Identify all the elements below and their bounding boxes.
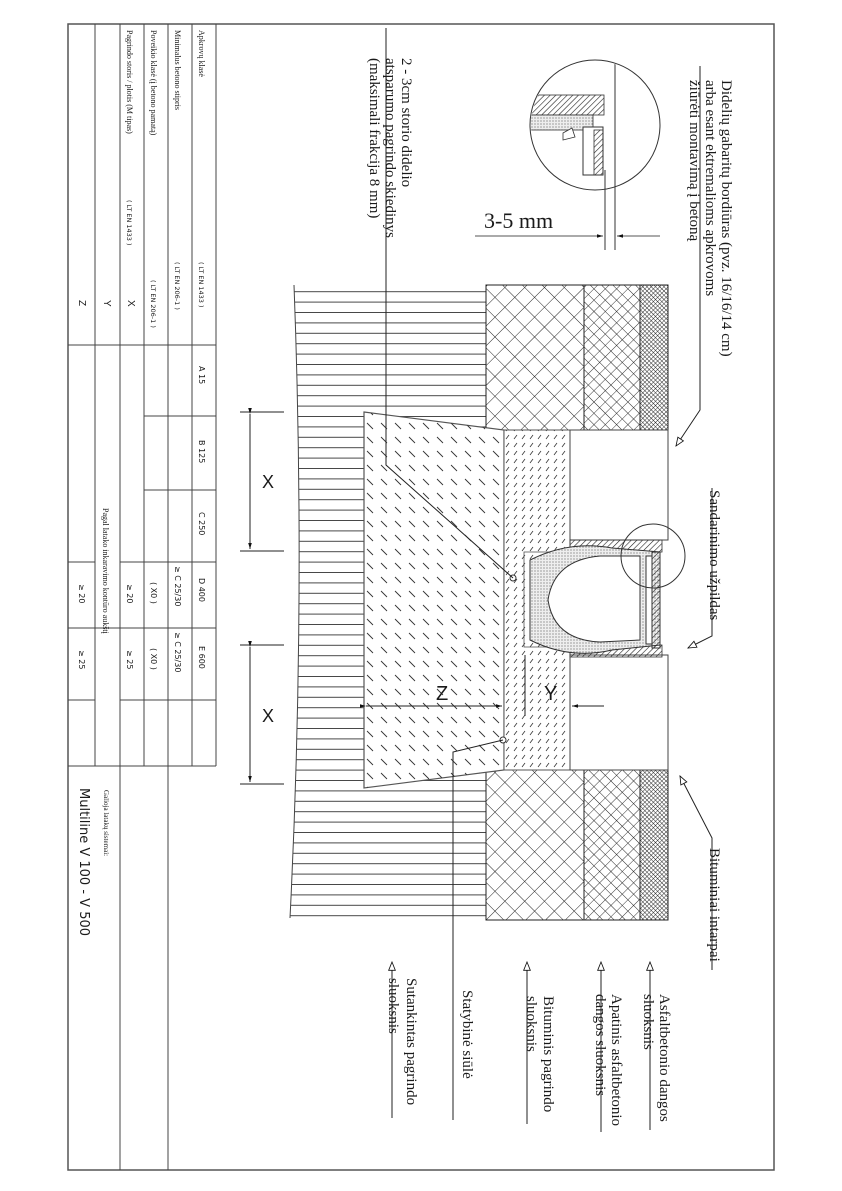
row-label-load-class: Apkrovų klasė — [197, 30, 206, 77]
bitumen-base-layer-bottom — [485, 769, 585, 921]
dim-z-label: Z — [436, 683, 448, 705]
curb-note-line2: arba esant ektremalioms apkrovoms — [702, 80, 718, 296]
curb-note-line1: Didelių gabaritų bordiūras (pvz. 16/16/1… — [718, 80, 734, 357]
bedding-note-line1: 2 - 3cm storio didelio — [398, 58, 414, 187]
row-label-concrete-strength: Minimalus betono stipris — [173, 30, 182, 110]
asphalt-surface-layer-bottom — [639, 769, 669, 921]
lower-asphalt-label-2: dangos sluoksnis — [592, 994, 608, 1096]
svg-text:D 400: D 400 — [197, 578, 206, 602]
svg-text:≥ C 25/30: ≥ C 25/30 — [173, 566, 182, 606]
svg-text:( LT EN 1433 ): ( LT EN 1433 ) — [125, 200, 133, 246]
grating — [651, 551, 661, 649]
dim-y-label: Y — [544, 683, 557, 705]
bedding-note-line2: atsparumo pagrindo skiedinys — [382, 58, 398, 238]
svg-text:E 600: E 600 — [197, 646, 206, 669]
curb-note-line3: žiūrėti montavimą į betoną — [686, 80, 702, 242]
svg-text:( X0 ): ( X0 ) — [149, 648, 158, 670]
annotations: Didelių gabaritų bordiūras (pvz. 16/16/1… — [366, 58, 734, 1132]
asphalt-surface-layer-top — [639, 284, 669, 431]
system-name: Multiline V 100 - V 500 — [76, 788, 91, 936]
svg-text:≥ C 25/30: ≥ C 25/30 — [173, 632, 182, 672]
bedding-note-line3: (maksimali frakcija 8 mm) — [366, 58, 382, 218]
bitumen-base-layer-top — [485, 284, 585, 431]
svg-text:≥ 25: ≥ 25 — [77, 650, 86, 669]
bitumen-base-label-1: Bituminis pagrindo — [540, 996, 556, 1112]
svg-text:C 250: C 250 — [197, 512, 206, 535]
row-label-exposure-class: Poveikio klasė (į betono pamatą) — [149, 30, 158, 136]
bitumen-joints-label: Bituminiai intarpai — [706, 848, 722, 962]
row-label-base-thickness: Pagrindo storis / plotis (M tipas) — [125, 30, 134, 134]
svg-text:≥ 20: ≥ 20 — [125, 584, 134, 603]
dimension-x — [240, 408, 284, 785]
gap-dimension-label: 3-5 mm — [484, 208, 553, 233]
symbol-y: Y — [101, 300, 112, 307]
svg-text:( LT EN 206-1 ): ( LT EN 206-1 ) — [149, 280, 157, 328]
lower-asphalt-layer-top — [583, 284, 641, 431]
svg-text:A 15: A 15 — [197, 366, 206, 384]
valid-for-label: Galioja latakų sistemai: — [102, 790, 110, 856]
detail-view: 3-5 mm — [475, 59, 661, 250]
svg-text:( X0 ): ( X0 ) — [149, 582, 158, 604]
concrete-foundation — [364, 412, 504, 788]
compacted-base-label-1: Sutankintas pagrindo — [403, 978, 419, 1105]
compacted-base-label-2: sluoksnis — [385, 978, 401, 1034]
dim-x-label-2: X — [262, 706, 274, 726]
asphalt-layer-label-2: sluoksnis — [640, 994, 656, 1050]
construction-joint-label: Statybinė siūlė — [459, 990, 475, 1079]
symbol-x: X — [125, 300, 136, 307]
detail-marker-circle — [620, 523, 686, 589]
lower-asphalt-layer-bottom — [583, 769, 641, 921]
svg-text:( LT EN 1433 ): ( LT EN 1433 ) — [197, 262, 205, 308]
svg-text:( LT EN 206-1 ): ( LT EN 206-1 ) — [173, 262, 181, 310]
page-frame — [67, 23, 775, 1171]
table-labels: Apkrovų klasė ( LT EN 1433 ) Minimalus b… — [76, 30, 206, 936]
symbol-z: Z — [76, 300, 87, 306]
cross-section: X X Z Y — [240, 28, 686, 1120]
anchoring-note: Pagal latako inkaravimo kontūro aukštį — [101, 508, 110, 635]
bitumen-base-label-2: sluoksnis — [523, 996, 539, 1052]
dim-x-label-1: X — [262, 472, 274, 492]
lower-asphalt-label-1: Apatinis asfaltbetonio — [608, 994, 624, 1126]
svg-text:≥ 20: ≥ 20 — [77, 584, 86, 603]
svg-text:B 125: B 125 — [197, 440, 206, 463]
svg-text:≥ 25: ≥ 25 — [125, 650, 134, 669]
sealing-label: Sandarinimo užpildas — [706, 490, 722, 621]
specification-table — [68, 24, 217, 1170]
asphalt-layer-label-1: Asfaltbetonio dangos — [656, 994, 672, 1122]
